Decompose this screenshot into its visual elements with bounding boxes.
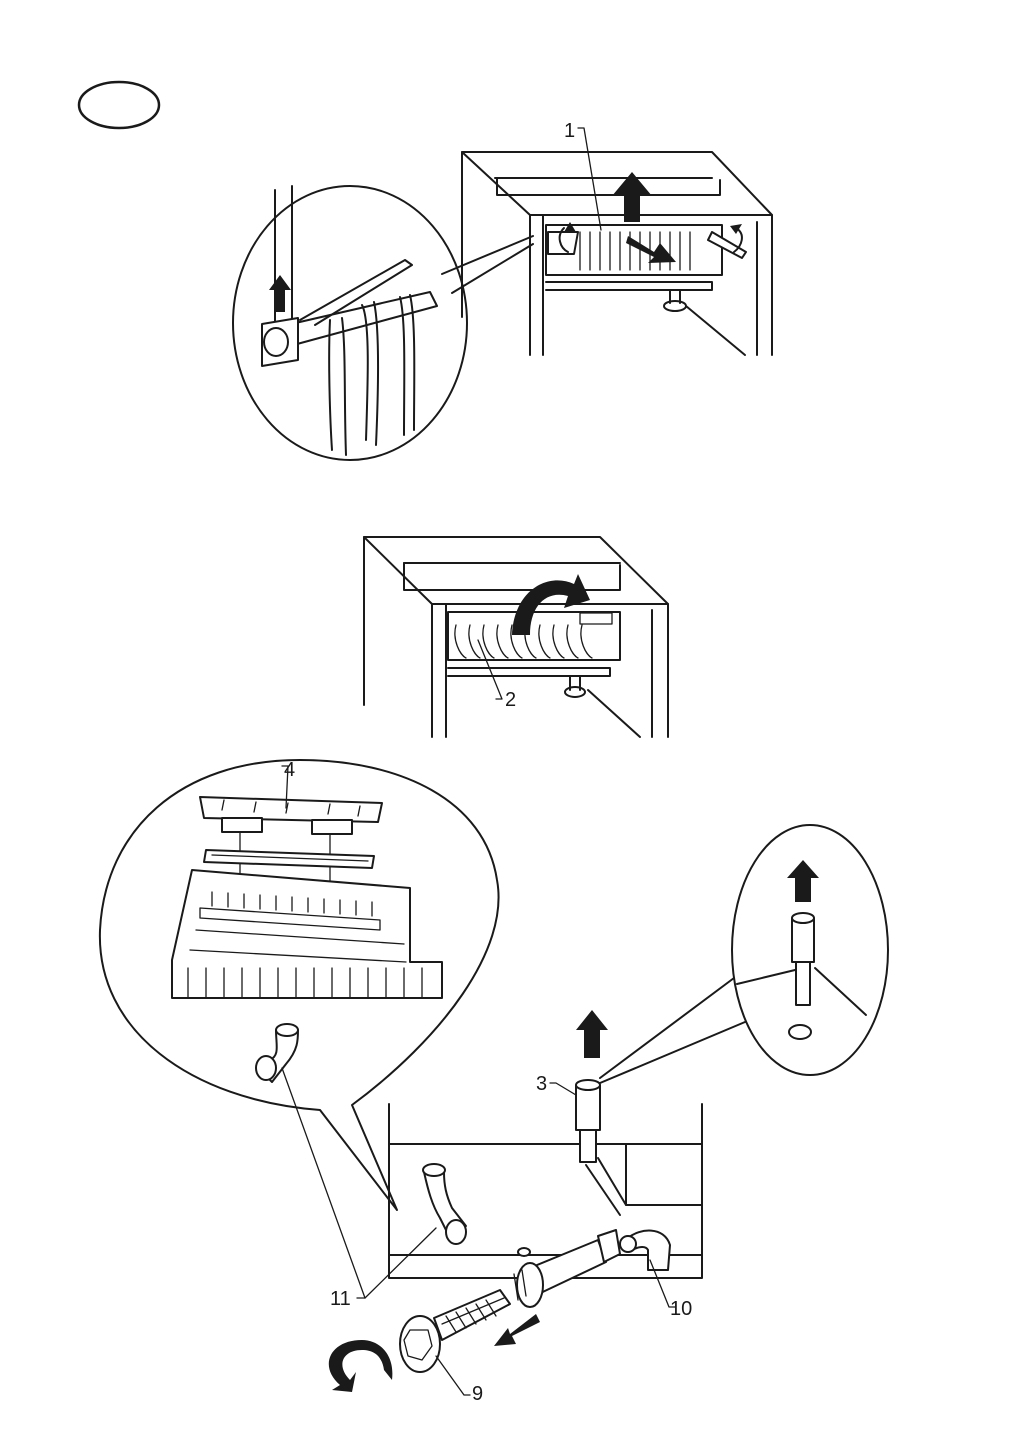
tube-up-arrow-icon bbox=[787, 860, 819, 902]
overflow-tube-3 bbox=[576, 1080, 600, 1162]
callout-3: 3 bbox=[536, 1073, 547, 1095]
lower-basket-scene: 2 bbox=[364, 537, 668, 737]
tube-lift-arrow-icon bbox=[576, 1010, 608, 1058]
filter-grid bbox=[172, 870, 442, 998]
filter-screw-9 bbox=[400, 1290, 510, 1372]
elbow-pipe-10 bbox=[620, 1231, 670, 1270]
detail-up-arrow-icon bbox=[269, 275, 291, 312]
rotate-arrow-icon bbox=[329, 1340, 393, 1392]
pull-out-arrow-icon bbox=[626, 236, 676, 263]
filter-assembly-scene: 4 bbox=[100, 759, 888, 1405]
callout-2: 2 bbox=[505, 689, 516, 711]
elbow-pipe-detail bbox=[256, 1024, 298, 1082]
insert-arrow-icon bbox=[494, 1314, 540, 1346]
callout-11: 11 bbox=[330, 1288, 351, 1310]
rail-stopper-detail bbox=[233, 186, 533, 460]
filter-housing bbox=[514, 1230, 620, 1307]
callout-1: 1 bbox=[564, 120, 575, 142]
upper-basket bbox=[546, 222, 746, 290]
elbow-pipe-11 bbox=[423, 1164, 466, 1244]
upper-basket-scene: 1 bbox=[233, 120, 772, 460]
lower-basket bbox=[448, 612, 620, 676]
tube-detail bbox=[600, 825, 888, 1083]
step-marker bbox=[79, 82, 159, 128]
callout-9: 9 bbox=[472, 1383, 483, 1405]
callout-10: 10 bbox=[670, 1298, 692, 1320]
callout-4: 4 bbox=[284, 759, 295, 781]
